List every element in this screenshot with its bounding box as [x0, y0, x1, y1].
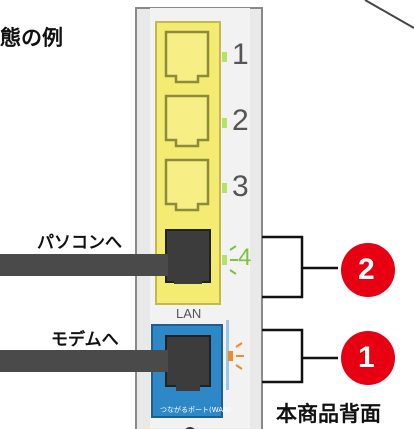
router-back-caption: 本商品背面 — [276, 402, 381, 426]
led-2 — [222, 118, 227, 128]
wan-port — [165, 335, 211, 391]
lan-port-1 — [164, 30, 210, 84]
modem-cable — [0, 350, 168, 372]
pc-label: パソコンへ — [37, 233, 122, 253]
lan-label: LAN — [176, 306, 202, 321]
lan-port-4 — [165, 229, 211, 284]
badge-2 — [341, 243, 395, 297]
led-3 — [222, 183, 227, 193]
lan-port-3 — [164, 158, 210, 212]
led-1 — [222, 52, 227, 62]
badge-1-number: 1 — [358, 341, 375, 374]
led-wan-icon — [228, 342, 244, 370]
port-number-1: 1 — [232, 38, 249, 71]
led-4-icon — [222, 245, 238, 275]
lan-bracket — [262, 235, 338, 299]
port-number-4: 4 — [238, 244, 252, 271]
badge-2-number: 2 — [358, 253, 375, 286]
modem-label: モデムへ — [51, 330, 119, 350]
pc-cable — [0, 254, 168, 276]
diagram-title: 態の例 — [0, 26, 63, 50]
wan-label: つながるポート(WAN) — [160, 406, 232, 414]
port-number-2: 2 — [232, 104, 249, 137]
port-number-3: 3 — [232, 170, 249, 203]
wan-bracket — [262, 328, 338, 384]
badge-1 — [341, 331, 395, 385]
lan-port-2 — [164, 94, 210, 148]
